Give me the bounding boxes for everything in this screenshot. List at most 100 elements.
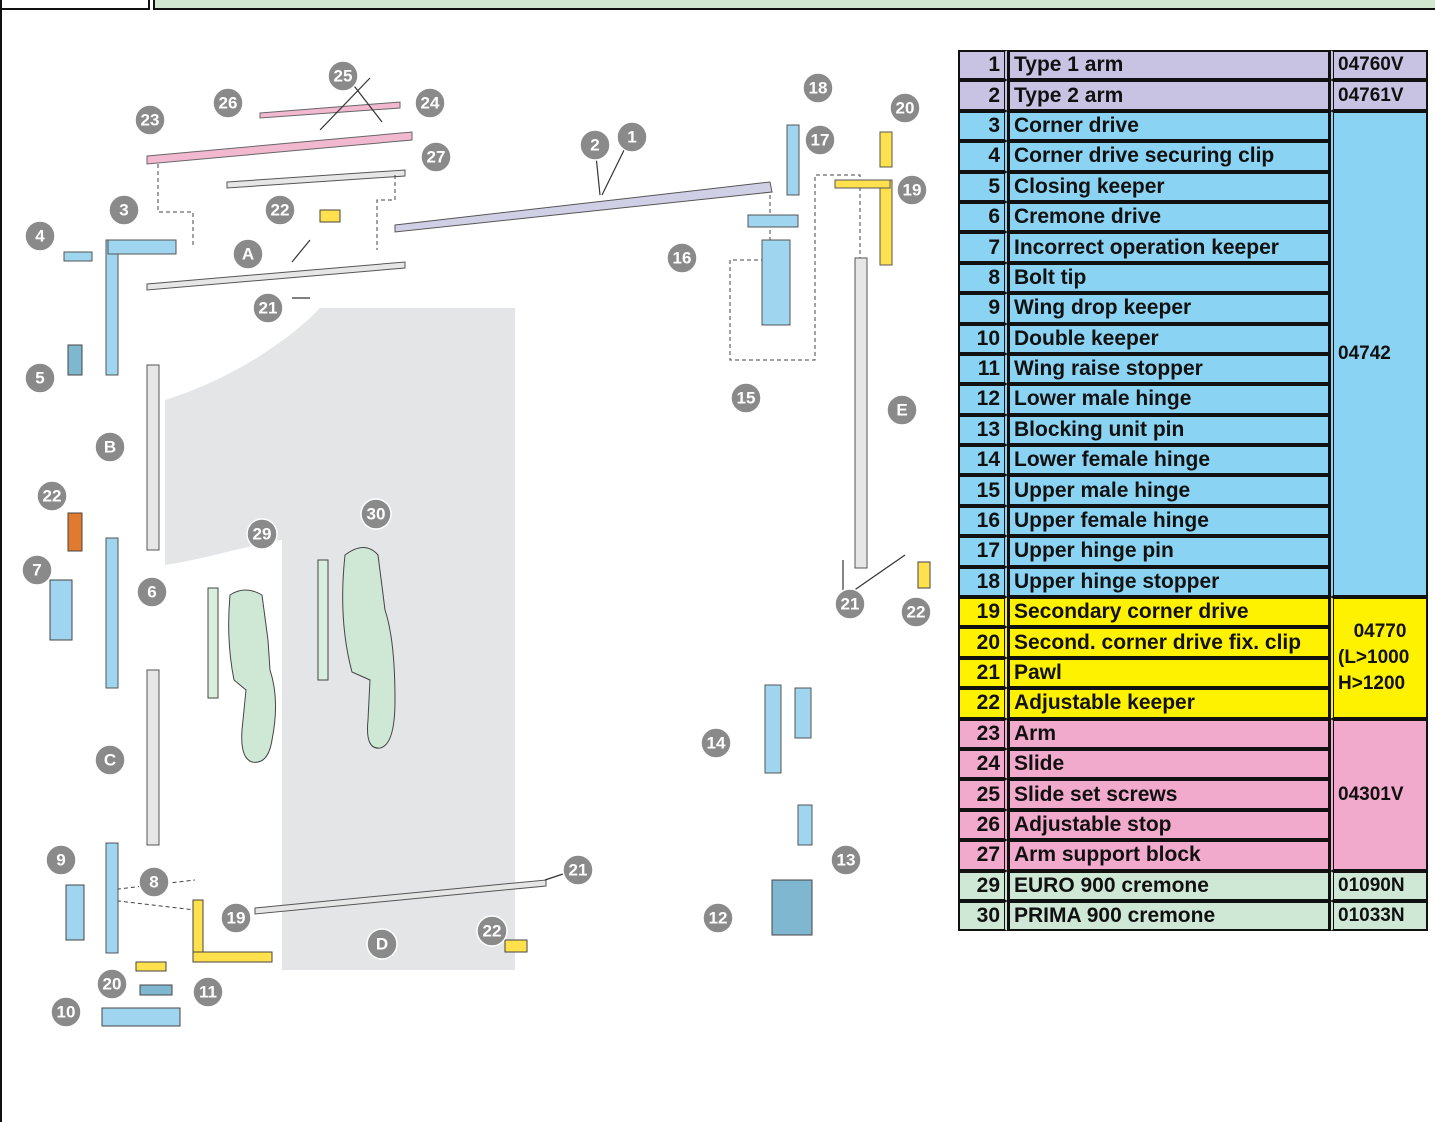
- part-number: 13: [958, 414, 1008, 446]
- svg-text:1: 1: [627, 128, 636, 147]
- exploded-diagram: 1 2 3 4 5 6 7 8 9 10 11 12 13 14 15 16 1…: [21, 60, 932, 1028]
- part-number: 10: [958, 323, 1008, 354]
- section-letter-c: C: [94, 744, 126, 776]
- part-number: 22: [958, 688, 1008, 719]
- table-row: 30 PRIMA 900 cremone 01033N: [958, 900, 1428, 932]
- svg-text:22: 22: [43, 487, 62, 506]
- part-name: Upper male hinge: [1008, 475, 1330, 506]
- part-name: EURO 900 cremone: [1008, 870, 1330, 901]
- parts-table: 1 Type 1 arm 04760V 2 Type 2 arm 04761V …: [958, 50, 1428, 932]
- callout-19: 19: [896, 174, 928, 206]
- callout-21: 21: [562, 854, 594, 886]
- callout-23: 23: [134, 104, 166, 136]
- svg-text:30: 30: [367, 505, 386, 524]
- part-code: 04760V: [1330, 50, 1428, 81]
- part-code: 01090N: [1330, 870, 1428, 901]
- callout-17: 17: [804, 124, 836, 156]
- part-code: 04301V: [1330, 718, 1428, 871]
- table-row: 2 Type 2 arm 04761V: [958, 80, 1428, 111]
- svg-text:10: 10: [57, 1003, 76, 1022]
- callout-12: 12: [702, 902, 734, 934]
- svg-text:12: 12: [709, 909, 728, 928]
- part-name: Type 2 arm: [1008, 80, 1330, 111]
- part-number: 5: [958, 171, 1008, 202]
- svg-text:26: 26: [219, 94, 238, 113]
- table-row: 29 EURO 900 cremone 01090N: [958, 870, 1428, 901]
- svg-text:A: A: [242, 245, 254, 264]
- part-number: 11: [958, 353, 1008, 385]
- svg-text:19: 19: [903, 181, 922, 200]
- part-name: Lower male hinge: [1008, 384, 1330, 415]
- table-row: 1 Type 1 arm 04760V: [958, 50, 1428, 81]
- part-number: 30: [958, 900, 1008, 932]
- callout-27: 27: [420, 141, 452, 173]
- part-name: Pawl: [1008, 657, 1330, 689]
- svg-text:27: 27: [427, 148, 446, 167]
- section-letter-d: D: [366, 928, 398, 960]
- callout-22: 22: [900, 596, 932, 628]
- part-number: 16: [958, 505, 1008, 537]
- part-name: Slide: [1008, 748, 1330, 780]
- callout-22: 22: [264, 194, 296, 226]
- svg-text:C: C: [104, 751, 116, 770]
- part-number: 29: [958, 870, 1008, 901]
- svg-text:20: 20: [103, 975, 122, 994]
- callout-26: 26: [212, 87, 244, 119]
- callout-21: 21: [252, 292, 284, 324]
- part-number: 15: [958, 475, 1008, 506]
- part-name: Type 1 arm: [1008, 50, 1330, 81]
- svg-text:3: 3: [119, 201, 128, 220]
- part-name: Closing keeper: [1008, 171, 1330, 202]
- callout-15: 15: [730, 382, 762, 414]
- svg-text:4: 4: [35, 227, 45, 246]
- part-name: Corner drive: [1008, 110, 1330, 142]
- top-rail-parts: [146, 101, 773, 291]
- callout-11: 11: [192, 976, 224, 1008]
- part-number: 25: [958, 779, 1008, 810]
- part-number: 2: [958, 80, 1008, 111]
- part-number: 18: [958, 566, 1008, 598]
- part-name: Slide set screws: [1008, 779, 1330, 810]
- svg-text:D: D: [376, 935, 388, 954]
- section-letter-e: E: [886, 394, 918, 426]
- callout-24: 24: [414, 87, 446, 119]
- section-letter-a: A: [232, 238, 264, 270]
- secondary-code-line-1: 04770: [1353, 620, 1407, 642]
- part-number: 24: [958, 748, 1008, 780]
- left-stile-parts: [49, 239, 273, 1027]
- part-name: Wing raise stopper: [1008, 353, 1330, 385]
- part-name: PRIMA 900 cremone: [1008, 900, 1330, 932]
- svg-text:8: 8: [149, 873, 158, 892]
- svg-text:22: 22: [483, 922, 502, 941]
- callout-5: 5: [24, 362, 56, 394]
- callout-30: 30: [360, 498, 392, 530]
- svg-text:9: 9: [56, 851, 65, 870]
- callout-14: 14: [700, 727, 732, 759]
- part-number: 12: [958, 384, 1008, 415]
- part-number: 1: [958, 50, 1008, 81]
- bottom-rail: [254, 879, 547, 915]
- header-band: [153, 0, 1435, 10]
- part-number: 17: [958, 536, 1008, 567]
- part-number: 3: [958, 110, 1008, 142]
- svg-text:18: 18: [809, 79, 828, 98]
- part-name: Arm support block: [1008, 840, 1330, 871]
- part-name: Cremone drive: [1008, 201, 1330, 233]
- svg-text:7: 7: [32, 561, 41, 580]
- part-number: 26: [958, 809, 1008, 841]
- svg-text:16: 16: [673, 249, 692, 268]
- svg-text:23: 23: [141, 111, 160, 130]
